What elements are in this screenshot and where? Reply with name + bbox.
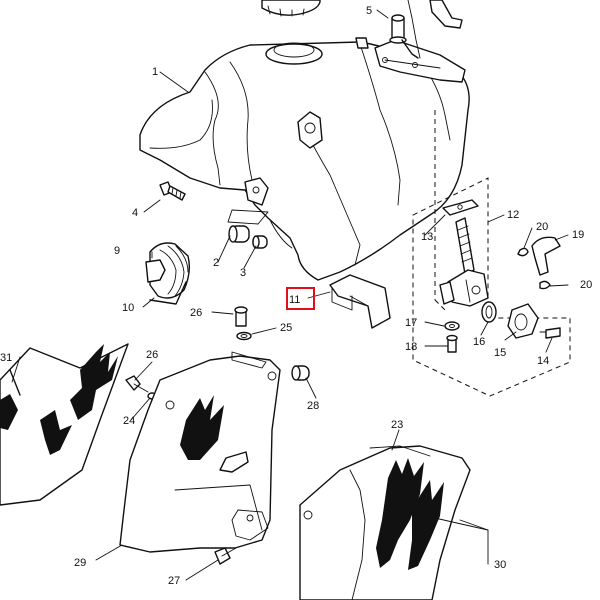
part-label-11[interactable]: 11 bbox=[289, 294, 300, 306]
part-label-13[interactable]: 13 bbox=[421, 231, 433, 243]
part-label-3[interactable]: 3 bbox=[240, 267, 246, 279]
part-label-27[interactable]: 27 bbox=[168, 575, 180, 587]
part-label-12[interactable]: 12 bbox=[507, 209, 519, 221]
selected-part-highlight bbox=[286, 287, 315, 310]
fuel-tank bbox=[139, 39, 470, 281]
part-label-26b[interactable]: 26 bbox=[146, 349, 158, 361]
part-2-3-dampers bbox=[228, 225, 268, 249]
part-29-side-cover bbox=[119, 351, 281, 565]
part-label-23[interactable]: 23 bbox=[391, 419, 403, 431]
part-label-17[interactable]: 17 bbox=[405, 317, 417, 329]
part-label-29[interactable]: 29 bbox=[74, 557, 86, 569]
part-label-16[interactable]: 16 bbox=[473, 336, 485, 348]
part-labels: 1234591011121314151617181920202324252626… bbox=[0, 5, 592, 587]
part-label-5[interactable]: 5 bbox=[366, 5, 372, 17]
part-label-20b[interactable]: 20 bbox=[580, 279, 592, 291]
part-label-1[interactable]: 1 bbox=[152, 66, 158, 78]
part-label-18[interactable]: 18 bbox=[405, 341, 417, 353]
part-label-24[interactable]: 24 bbox=[123, 415, 135, 427]
leader-lines bbox=[11, 9, 569, 581]
part-9-10-collar bbox=[145, 242, 191, 305]
part-label-4[interactable]: 4 bbox=[132, 207, 138, 219]
tank-cap bbox=[261, 0, 321, 17]
part-5-cap-bolt bbox=[355, 0, 463, 59]
part-label-20a[interactable]: 20 bbox=[536, 221, 548, 233]
part-11-bracket bbox=[329, 274, 391, 329]
part-label-10[interactable]: 10 bbox=[122, 302, 134, 314]
part-label-9[interactable]: 9 bbox=[114, 245, 120, 257]
part-label-31[interactable]: 31 bbox=[0, 352, 12, 364]
part-30-23-shroud bbox=[299, 445, 471, 600]
part-31-shroud bbox=[0, 343, 129, 506]
part-label-25[interactable]: 25 bbox=[280, 322, 292, 334]
part-label-15[interactable]: 15 bbox=[494, 347, 506, 359]
part-4-bolt bbox=[159, 181, 186, 201]
fuel-cock-assembly bbox=[412, 110, 571, 397]
part-label-30[interactable]: 30 bbox=[494, 559, 506, 571]
part-label-19[interactable]: 19 bbox=[572, 229, 584, 241]
part-label-28[interactable]: 28 bbox=[307, 400, 319, 412]
part-label-26a[interactable]: 26 bbox=[190, 307, 202, 319]
part-label-2[interactable]: 2 bbox=[213, 257, 219, 269]
part-28-damper bbox=[291, 365, 310, 381]
part-label-14[interactable]: 14 bbox=[537, 355, 549, 367]
